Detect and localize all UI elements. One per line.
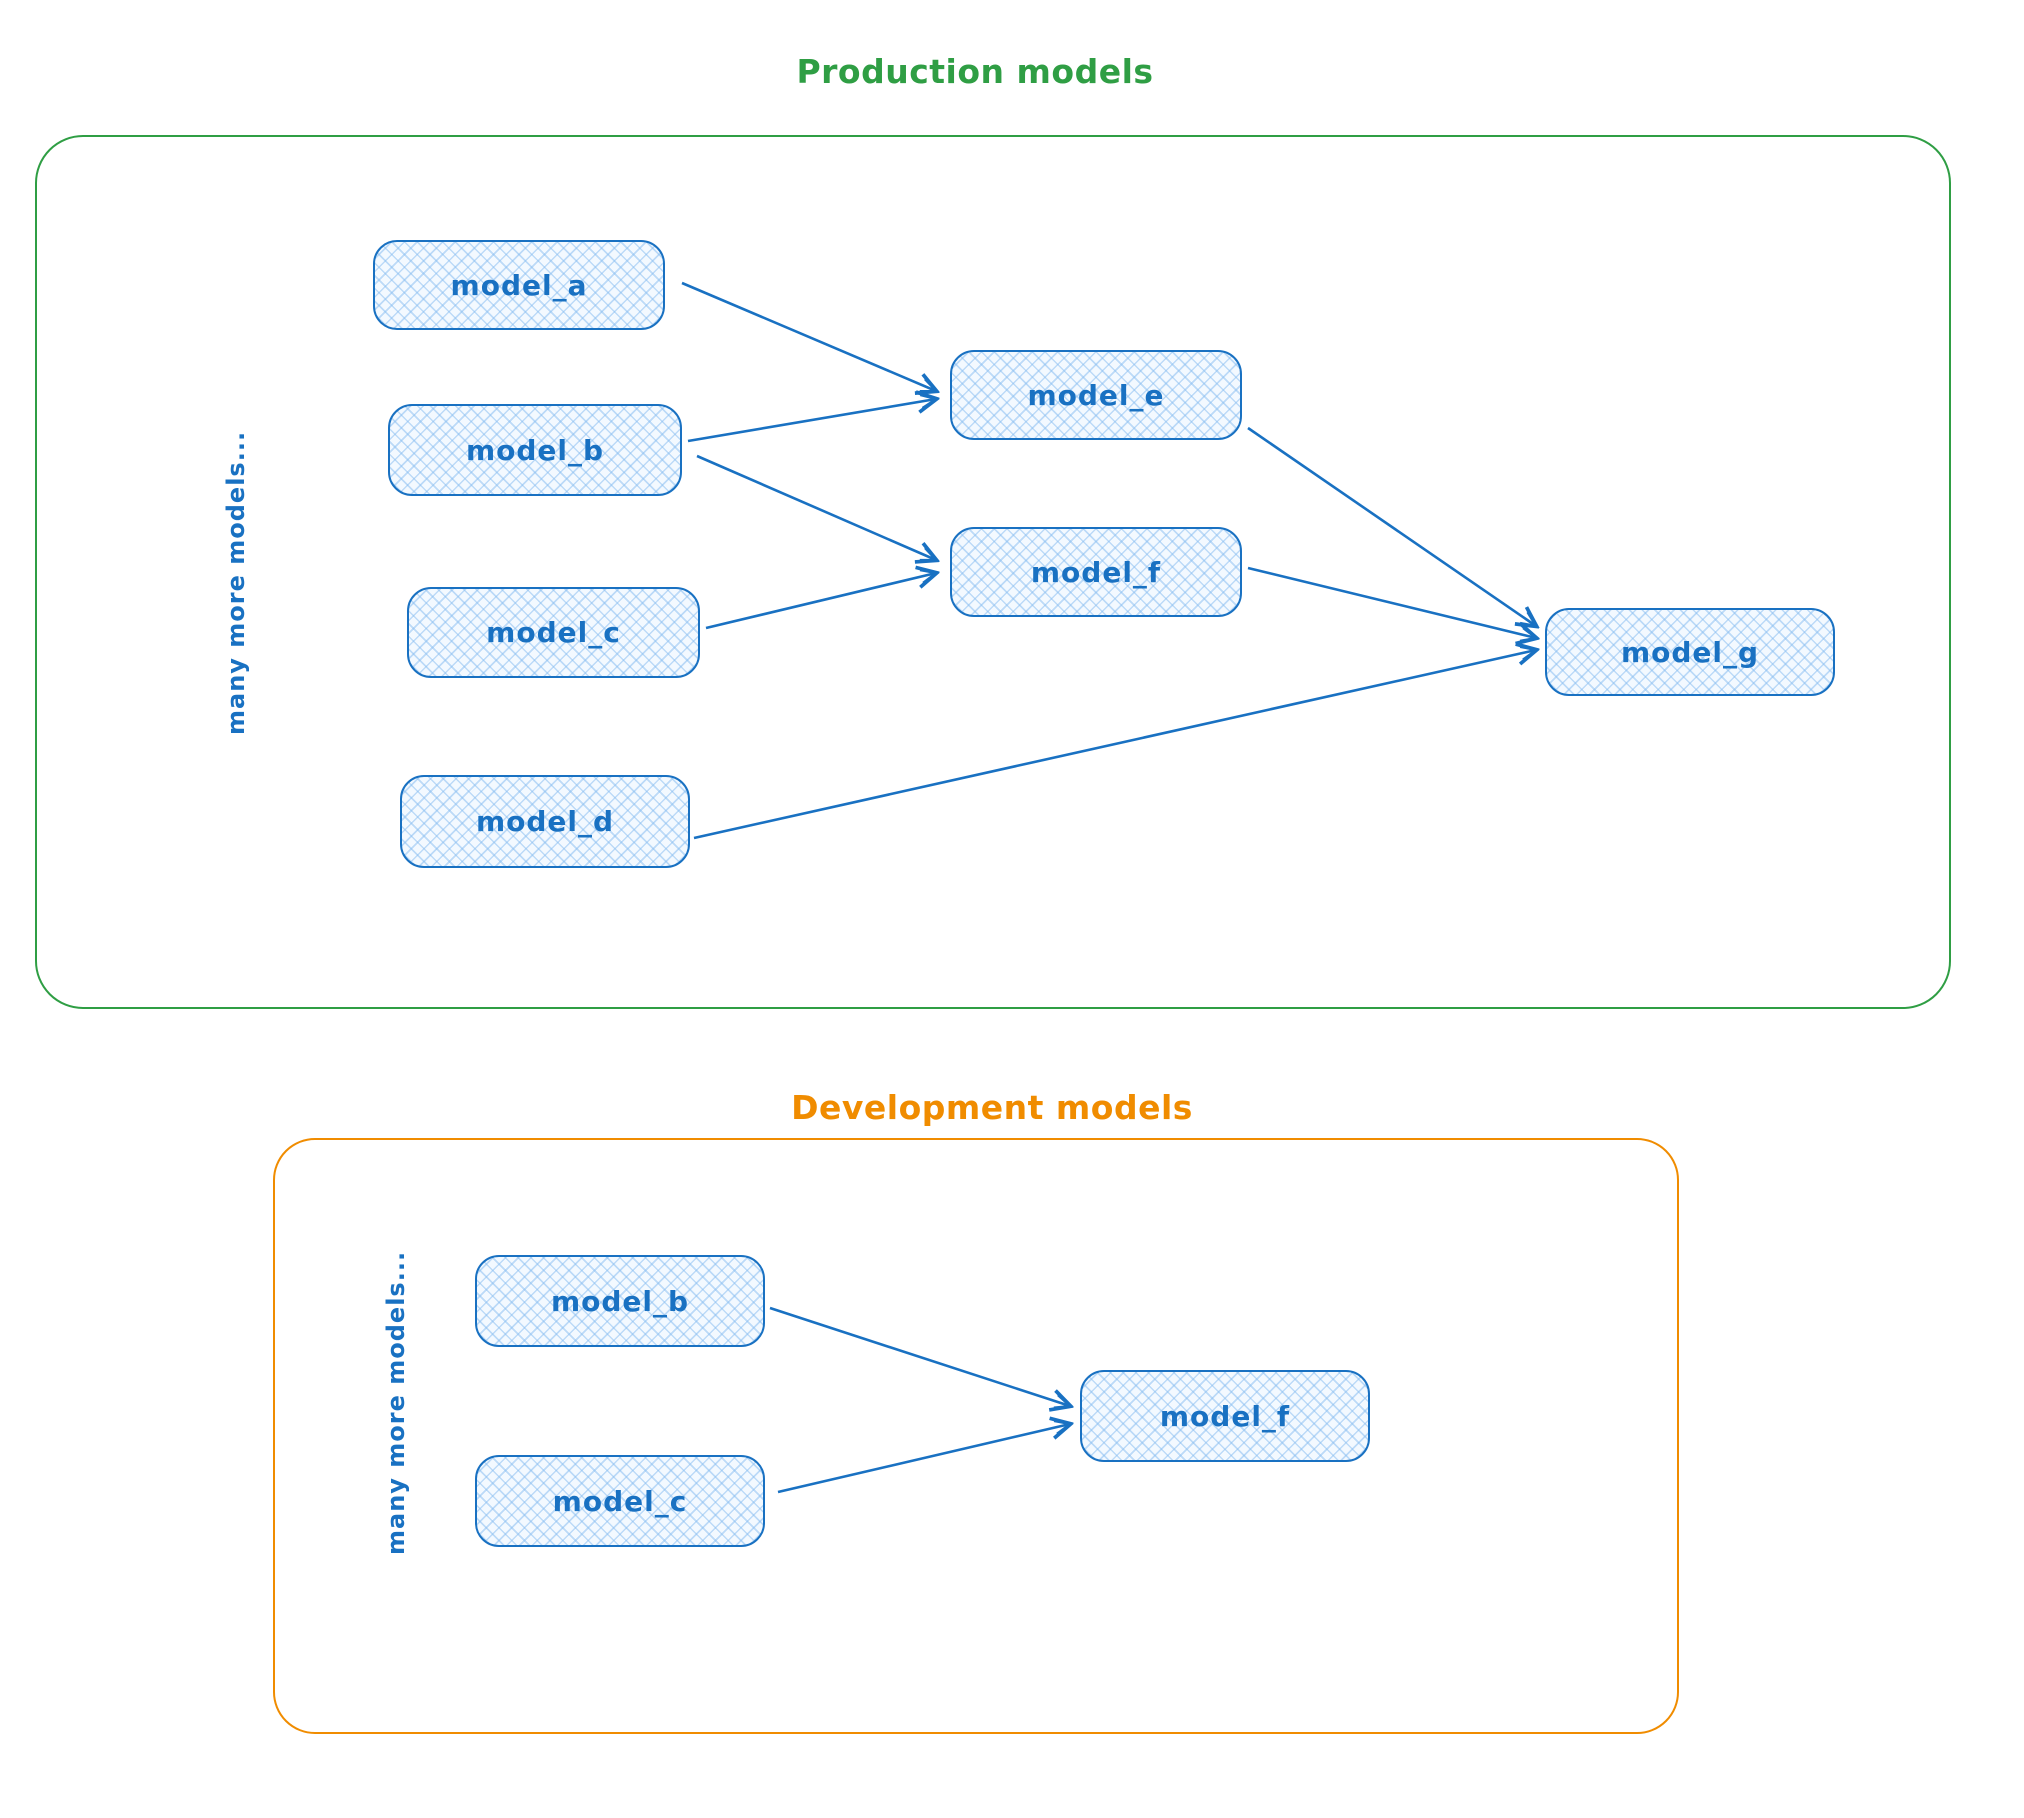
node-label: model_f bbox=[1030, 555, 1162, 589]
node-development-model-b: model_b bbox=[475, 1255, 765, 1347]
node-production-model-e: model_e bbox=[950, 350, 1242, 440]
production-side-note: many more models... bbox=[222, 430, 250, 735]
node-development-model-f: model_f bbox=[1080, 1370, 1370, 1462]
node-label: model_b bbox=[465, 433, 605, 467]
development-section-frame bbox=[273, 1138, 1679, 1734]
node-production-model-c: model_c bbox=[407, 587, 700, 678]
node-production-model-f: model_f bbox=[950, 527, 1242, 617]
node-development-model-c: model_c bbox=[475, 1455, 765, 1547]
node-label: model_f bbox=[1159, 1399, 1291, 1433]
development-section-title: Development models bbox=[791, 1088, 1193, 1127]
development-side-note: many more models... bbox=[382, 1250, 410, 1555]
production-section-frame bbox=[35, 135, 1951, 1009]
production-section-title: Production models bbox=[796, 52, 1154, 91]
node-production-model-g: model_g bbox=[1545, 608, 1835, 696]
node-production-model-b: model_b bbox=[388, 404, 682, 496]
node-label: model_c bbox=[486, 616, 621, 649]
node-label: model_a bbox=[450, 268, 588, 302]
node-label: model_g bbox=[1620, 635, 1760, 669]
node-label: model_b bbox=[550, 1284, 690, 1318]
node-label: model_e bbox=[1027, 378, 1165, 412]
node-production-model-a: model_a bbox=[373, 240, 665, 330]
node-label: model_c bbox=[552, 1484, 688, 1518]
node-label: model_d bbox=[475, 805, 615, 838]
node-production-model-d: model_d bbox=[400, 775, 690, 868]
